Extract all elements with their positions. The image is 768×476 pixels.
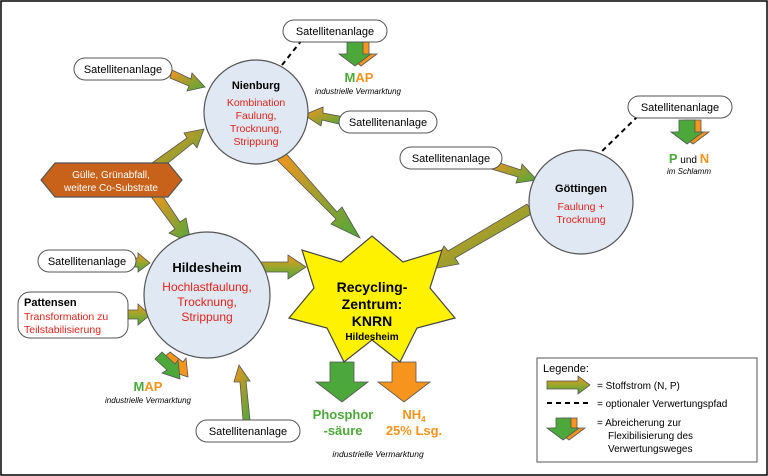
satellite-pill	[195, 419, 301, 443]
goettingen-line: Faulung +	[558, 201, 605, 213]
depletion-arrow-hildesheim	[154, 351, 189, 380]
nh4-label: NH4	[402, 407, 426, 424]
map-label-hildesheim: MAP	[134, 379, 163, 394]
map-ap: AP	[355, 70, 373, 85]
satellite-pill	[37, 249, 137, 273]
satellite-label: Satellitenanlage	[48, 256, 126, 268]
center-line: Zentrum:	[342, 296, 403, 312]
goettingen-line: Trocknung	[556, 214, 605, 226]
pn-p: P	[669, 151, 678, 166]
satellite-pill	[282, 19, 388, 43]
nienburg-line: Trocknung,	[230, 123, 282, 135]
phosphor-line: -säure	[323, 423, 362, 438]
satellite-label: Satellitenanlage	[209, 426, 287, 438]
pattensen-line: Teilstabilisierung	[24, 324, 101, 336]
legend-title: Legende:	[543, 363, 589, 375]
arrow-sat-goettingen	[487, 159, 538, 184]
nh4-sub: 4	[421, 415, 426, 424]
nh4-line2: 25% Lsg.	[386, 423, 442, 438]
satellite-label: Satellitenanlage	[349, 117, 427, 129]
satellite-pill	[399, 146, 503, 170]
hildesheim-line: Trocknung,	[177, 295, 237, 309]
map-m: M	[345, 70, 356, 85]
pattensen-title: Pattensen	[24, 297, 77, 309]
satellite-label: Satellitenanlage	[412, 153, 490, 165]
legend-item-depletion: Flexibilisierung des	[608, 431, 693, 442]
hildesheim-line: Hochlastfaulung,	[162, 280, 251, 294]
center-line: Recycling-	[337, 279, 408, 295]
satellite-label: Satellitenanlage	[84, 64, 162, 76]
satellite-pill	[338, 110, 438, 134]
guelle-line: weitere Co-Substrate	[63, 183, 158, 194]
node-goettingen	[528, 149, 634, 255]
legend-box	[536, 357, 758, 463]
node-guelle	[40, 162, 183, 198]
arrow-pattensen-hildesheim	[127, 303, 151, 326]
output-arrow-nh4	[376, 361, 432, 403]
legend-depletion-arrow	[545, 417, 587, 441]
nienburg-title: Nienburg	[232, 80, 280, 92]
node-pattensen	[17, 291, 129, 339]
arrow-sat-hildesheim-bottom	[233, 364, 251, 421]
guelle-line: Gülle, Grünabfall,	[72, 170, 150, 181]
map-ap: AP	[144, 379, 162, 394]
node-hildesheim	[143, 231, 271, 359]
nienburg-line: Faulung,	[236, 110, 277, 122]
pn-label: P und N	[669, 151, 709, 166]
goettingen-title: Göttingen	[555, 183, 607, 195]
satellite-label: Satellitenanlage	[296, 26, 374, 38]
center-sub: Hildesheim	[345, 332, 398, 343]
depletion-arrow-nienburg	[337, 41, 379, 67]
arrow-nienburg-zentrum	[274, 149, 362, 239]
recycling-center-star	[287, 235, 457, 363]
pattensen-line: Transformation zu	[24, 311, 108, 323]
satellite-pill	[73, 57, 173, 81]
legend-item-flow: = Stoffstrom (N, P)	[597, 381, 680, 392]
pn-und: und	[678, 155, 700, 166]
map-note-nienburg: industrielle Vermarktung	[315, 87, 402, 96]
node-nienburg	[203, 59, 309, 165]
map-note-hildesheim: industrielle Vermarktung	[105, 396, 192, 405]
satellite-label: Satellitenanlage	[641, 102, 719, 114]
center-line: KNRN	[352, 313, 392, 329]
nienburg-line: Kombination	[227, 97, 286, 109]
nienburg-line: Strippung	[234, 136, 279, 148]
nh4-base: NH	[402, 407, 421, 422]
hildesheim-line: Strippung	[181, 310, 232, 324]
legend-item-depletion: Verwertungsweges	[608, 444, 693, 455]
depletion-arrow-goettingen	[669, 119, 711, 145]
legend-item-optional: = optionaler Verwertungspfad	[597, 399, 727, 410]
pn-n: N	[700, 151, 709, 166]
flow-arrows	[127, 69, 538, 421]
map-label-nienburg: MAP	[345, 70, 374, 85]
legend-flow-arrow	[546, 375, 591, 395]
map-m: M	[134, 379, 145, 394]
phosphor-line: Phosphor	[313, 407, 374, 422]
pn-note: im Schlamm	[667, 167, 711, 176]
outputs-note: industrielle Vermarktung	[332, 449, 424, 459]
dashed-path-goettingen	[593, 115, 639, 160]
legend-item-depletion: = Abreicherung zur	[597, 418, 682, 429]
arrow-sat-nienburg-left	[169, 69, 206, 92]
output-arrow-phosphor	[314, 361, 370, 403]
satellite-pill	[627, 95, 733, 119]
hildesheim-title: Hildesheim	[172, 260, 241, 275]
